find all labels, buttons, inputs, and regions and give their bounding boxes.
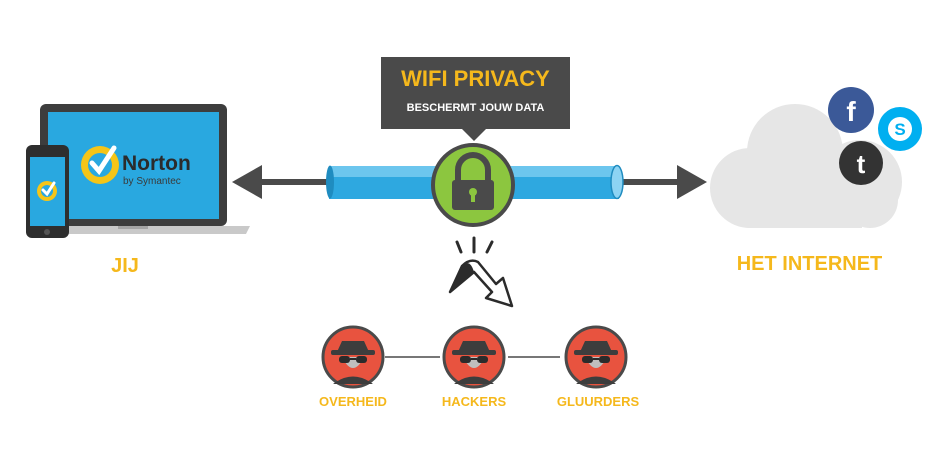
skype-icon: S bbox=[878, 107, 922, 151]
deflected-arrow-icon bbox=[448, 259, 514, 308]
threat-label-overheid: OVERHEID bbox=[319, 394, 387, 409]
laptop-icon bbox=[26, 104, 250, 234]
svg-text:S: S bbox=[894, 120, 905, 139]
you-label: JIJ bbox=[111, 255, 139, 277]
svg-text:f: f bbox=[846, 96, 856, 127]
internet-label: HET INTERNET bbox=[736, 253, 883, 275]
spy-icon bbox=[442, 325, 506, 389]
norton-logo: Norton by Symantec bbox=[81, 145, 191, 187]
phone-icon bbox=[26, 145, 69, 238]
threat-label-gluurders: GLUURDERS bbox=[556, 394, 640, 409]
arrow-left-icon bbox=[232, 165, 330, 199]
callout-box bbox=[381, 57, 570, 141]
norton-brand-name: Norton bbox=[122, 152, 191, 175]
twitter-icon: t bbox=[839, 141, 883, 185]
callout-subtitle: BESCHERMT JOUW DATA bbox=[406, 102, 545, 114]
spy-icon bbox=[564, 325, 628, 389]
impact-lines bbox=[455, 236, 494, 254]
padlock-icon bbox=[431, 143, 515, 227]
norton-brand-tagline: by Symantec bbox=[123, 176, 181, 187]
arrow-right-icon bbox=[617, 165, 707, 199]
cloud-icon bbox=[710, 104, 902, 228]
spy-icon bbox=[321, 325, 385, 389]
svg-text:t: t bbox=[857, 149, 866, 179]
callout-title: WIFI PRIVACY bbox=[401, 66, 550, 91]
facebook-icon: f bbox=[828, 87, 874, 133]
threat-label-hackers: HACKERS bbox=[441, 394, 507, 409]
